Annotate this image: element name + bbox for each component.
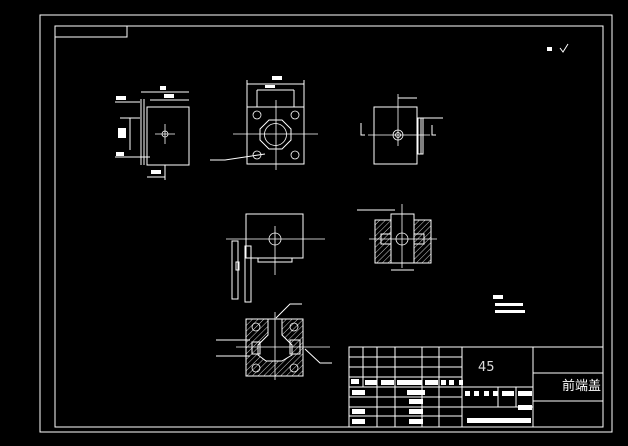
roughness-symbol: [547, 43, 569, 53]
section-view-c: [216, 303, 332, 380]
section-view-a: [226, 213, 325, 303]
side-view: [115, 86, 190, 180]
material-label: 45: [478, 360, 495, 375]
technical-notes: [493, 295, 525, 313]
sheet-border: [39, 14, 613, 433]
right-view: [360, 94, 443, 165]
part-name-label: 前端盖: [562, 379, 602, 394]
section-view-b: [357, 204, 437, 271]
title-block-grid: [348, 346, 604, 428]
front-view: [210, 76, 318, 170]
